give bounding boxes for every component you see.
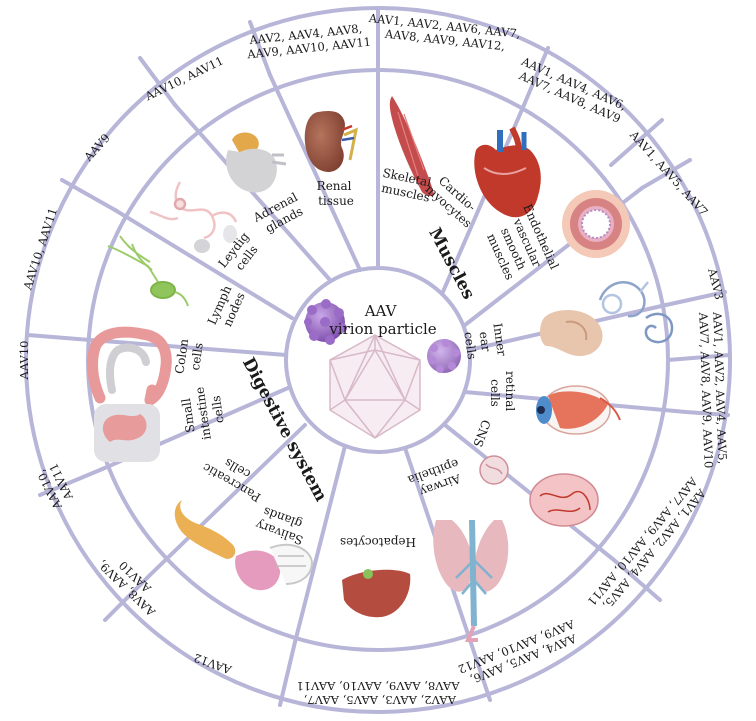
virus-icon-small [427, 339, 461, 373]
brain-icon [479, 455, 599, 527]
eye-icon [536, 385, 621, 435]
colon-icon [87, 326, 172, 406]
airway-epithelia-icon [433, 519, 509, 642]
pancreas-icon [174, 500, 236, 559]
center-subtitle: virion particle [328, 320, 436, 338]
tissue-label-retinal: retinal cells [488, 371, 517, 415]
virus-icon-large [304, 299, 347, 345]
virion-particle-illustration: AAV virion particle [304, 299, 461, 439]
serotypes-hepatocytes: AAV2, AAV3, AAV5, AAV7, AAV8, AAV9, AAV1… [296, 679, 460, 707]
tissue-label-inner-ear: Inner ear cells [461, 322, 510, 365]
svg-text:AAV virion particle: AAV virion particle [328, 302, 436, 338]
serotypes-colon: AAV10 [17, 341, 31, 381]
tissue-label-colon: Colon cells [172, 334, 206, 377]
inner-ear-cochlea-icon [598, 281, 674, 344]
small-intestine-icon [94, 404, 160, 462]
tissue-label-hepatocytes: Hepatocytes [340, 535, 416, 549]
ear-icon [540, 310, 603, 356]
serotypes-retinal: AAV1, AAV2, AAV4, AAV5, AAV7, AAV8, AAV9… [696, 311, 729, 469]
tissue-label-renal: Renal tissue [317, 179, 356, 208]
salivary-glands-icon [235, 543, 314, 591]
heart-icon [474, 126, 541, 218]
icosahedron-capsid-icon [329, 334, 421, 439]
tissue-label-small-intestine: Small intestine cells [177, 380, 229, 443]
adrenal-gland-icon [226, 132, 287, 193]
kidney-icon [304, 110, 359, 172]
leydig-cells-icon [149, 181, 238, 253]
liver-icon [342, 569, 411, 618]
center-title: AAV [364, 302, 398, 320]
skeletal-muscle-icon [389, 96, 434, 197]
lymph-node-icon [107, 235, 189, 307]
blood-vessel-icon [562, 190, 630, 258]
